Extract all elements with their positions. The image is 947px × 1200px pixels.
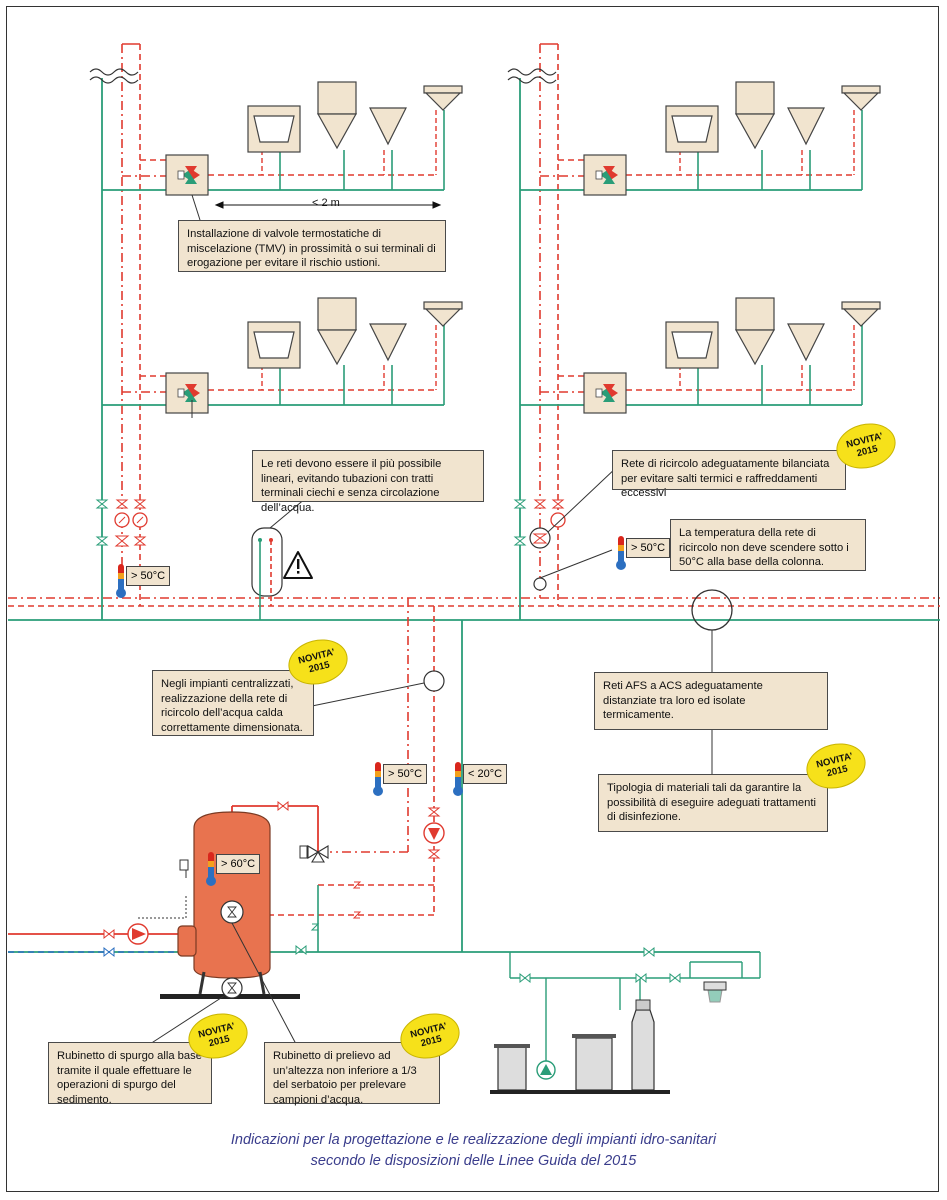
tmv-valve-right-lower <box>583 372 627 414</box>
thermometer-icon <box>616 536 626 570</box>
dimension-label: < 2 m <box>312 197 340 209</box>
check-valve-icon <box>310 881 362 931</box>
caption-line-1: Indicazioni per la progettazione e le re… <box>230 1132 717 1148</box>
note-centralized: Negli impianti centralizzati, realizzazi… <box>152 670 314 736</box>
thermometer-icon <box>116 564 126 598</box>
recirc-detail-circle <box>423 670 445 692</box>
thermometer-icon <box>206 852 216 886</box>
temp-label: > 50°C <box>383 764 428 784</box>
temp-label: > 50°C <box>626 538 671 558</box>
left-column-valves <box>95 499 148 547</box>
right-column-valves <box>513 465 619 591</box>
tmv-valve-left-lower <box>165 372 209 414</box>
pump-icon <box>127 923 149 945</box>
pump-icon <box>423 822 445 844</box>
gate-valve-icon <box>103 800 681 984</box>
dead-leg-detail <box>251 497 307 620</box>
detail-circle <box>691 589 733 631</box>
tmv-valve-right-upper <box>583 154 627 196</box>
note-tmv: Installazione di valvole termostatiche d… <box>178 220 446 272</box>
warning-icon <box>283 551 313 579</box>
note-connectors <box>191 194 201 418</box>
left-upper-branch <box>102 110 445 191</box>
left-lower-branch <box>102 325 445 406</box>
mixing-valve-icon <box>299 845 329 863</box>
dimension-line <box>214 201 442 209</box>
temp-tag-left-column: > 50°C <box>116 564 171 598</box>
water-treatment-units <box>490 981 727 1094</box>
right-upper-branch <box>520 110 863 191</box>
thermometer-icon <box>373 762 383 796</box>
tmv-valve-left-upper <box>165 154 209 196</box>
note-sample-tap: Rubinetto di prelievo ad un’altezza non … <box>264 1042 440 1106</box>
caption-line-2: secondo le disposizioni delle Linee Guid… <box>310 1153 637 1169</box>
temp-tag-right-column: > 50°C <box>616 536 671 570</box>
note-separated: Reti AFS a ACS adeguatamente distanziate… <box>594 672 828 730</box>
right-lower-branch <box>520 325 863 406</box>
temp-label: > 60°C <box>216 854 261 874</box>
note-recirc-temp: La temperatura della rete di ricircolo n… <box>670 519 866 571</box>
temp-tag-flow: > 50°C <box>373 762 428 796</box>
temp-tag-tank: > 60°C <box>206 852 261 886</box>
storage-tank <box>149 811 300 1045</box>
left-riser-pipes <box>89 43 141 620</box>
thermometer-icon <box>453 762 463 796</box>
note-balanced-recirc: Rete di ricircolo adeguatamente bilancia… <box>612 450 846 499</box>
note-materials: Tipologia di materiali tali da garantire… <box>598 774 828 832</box>
main-horizontal-pipes <box>8 597 940 621</box>
note-drain-tap: Rubinetto di spurgo alla base tramite il… <box>48 1042 212 1106</box>
pump-icon <box>536 1060 556 1080</box>
temp-label: > 50°C <box>126 566 171 586</box>
temp-label: < 20°C <box>463 764 508 784</box>
central-plant-pipes <box>8 598 761 1070</box>
note-linear-networks: Le reti devono essere il più possibile l… <box>252 450 484 514</box>
temp-tag-cold: < 20°C <box>453 762 508 796</box>
